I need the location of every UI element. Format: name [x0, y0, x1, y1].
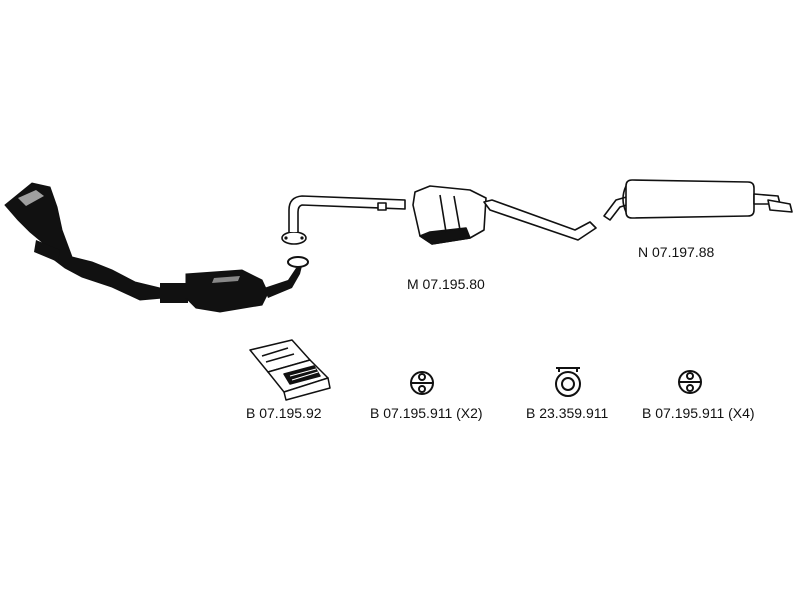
rear-silencer-drawing: [603, 179, 793, 221]
rubber-mount-b-drawing: [678, 370, 702, 394]
middle-outlet-pipe: [483, 199, 597, 241]
rear-silencer-end: [622, 185, 627, 213]
clamp-drawing: [555, 367, 581, 397]
front-pipe-with-catalyst: [4, 182, 309, 313]
catalyst-highlight: [212, 276, 240, 283]
catalyst-outlet-pipe: [264, 266, 302, 298]
front-flange: [160, 283, 188, 303]
tail-pipe-tip: [767, 199, 793, 213]
rubber-mount-a-label: B 07.195.911 (X2): [370, 405, 483, 421]
rear-silencer-body: [625, 179, 755, 219]
mounting-kit-drawing: [249, 339, 331, 401]
manifold-highlight: [18, 190, 44, 206]
middle-silencer-seam: [439, 194, 461, 233]
outlet-flange: [287, 256, 309, 268]
manifold-runner: [34, 240, 60, 262]
clamp-label: B 23.359.911: [526, 405, 609, 421]
middle-silencer: [412, 185, 487, 245]
catalytic-converter: [185, 269, 269, 313]
middle-section-label: M 07.195.80: [407, 276, 485, 292]
middle-silencer-face: [419, 227, 471, 245]
pipe-end: [377, 202, 387, 211]
rear-silencer-label: N 07.197.88: [638, 244, 715, 260]
mounting-kit-label: B 07.195.92: [246, 405, 322, 421]
middle-section-drawing: [281, 185, 597, 245]
rubber-mount-a-drawing: [410, 371, 434, 395]
rubber-mount-b-label: B 07.195.911 (X4): [642, 405, 755, 421]
middle-inlet-pipe: [288, 195, 406, 232]
